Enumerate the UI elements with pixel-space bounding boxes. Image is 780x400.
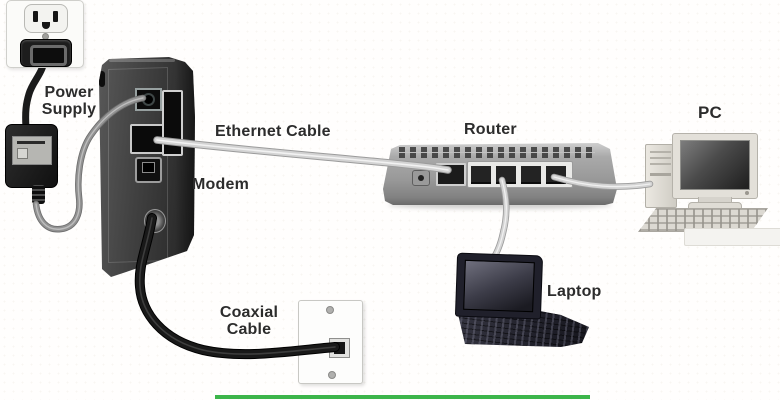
pc-monitor: [672, 133, 758, 199]
outlet-slot-left: [33, 11, 38, 22]
modem-power-port: [135, 88, 162, 111]
pc-monitor-button: [745, 191, 749, 195]
ethernet-cable-label: Ethernet Cable: [215, 123, 331, 140]
router-power-pin: [418, 175, 424, 181]
power-supply-label-line1: Power: [44, 84, 94, 101]
coax-connector-inner: [334, 342, 345, 354]
power-supply-label-line2: Supply: [41, 101, 97, 118]
laptop-label: Laptop: [547, 283, 602, 300]
router-power-jack: [412, 170, 430, 186]
modem-label: Modem: [192, 176, 249, 193]
wall-power-outlet: [6, 0, 84, 68]
router-lan-port-group: [467, 161, 573, 188]
router-lan-port-3: [521, 166, 541, 184]
modem-top-highlight: [109, 59, 175, 62]
router-wan-port: [436, 163, 466, 186]
router-lan-port-4: [546, 166, 566, 184]
router-label: Router: [464, 121, 517, 138]
coaxial-cable-label-line2: Cable: [226, 321, 272, 338]
plate-screw-bottom: [328, 371, 336, 379]
modem-label-slot: [162, 90, 183, 156]
outlet-ground-hole: [42, 22, 50, 29]
router-lan-port-1: [471, 166, 491, 184]
pc-monitor-screen: [680, 140, 750, 190]
outlet-top-socket: [24, 4, 68, 33]
router: [383, 143, 617, 205]
pc-tower-drive-slot: [650, 173, 671, 176]
cable-modem: [99, 57, 195, 277]
outlet-slot-right: [53, 11, 58, 22]
sticker-text-line: [17, 141, 45, 144]
laptop-screen: [463, 259, 535, 313]
plate-screw-top: [326, 306, 334, 314]
coaxial-cable-label: Coaxial Cable: [205, 304, 293, 338]
power-supply-sticker: [12, 136, 52, 165]
laptop: [448, 248, 598, 352]
modem-ethernet-port: [130, 124, 164, 154]
pc-label: PC: [698, 103, 723, 122]
power-plug: [20, 39, 72, 67]
desktop-pc: [620, 100, 780, 250]
plate-coax-connector: [329, 338, 350, 358]
desk-sheet: [684, 228, 780, 246]
modem-usb-port: [135, 157, 162, 183]
coaxial-wall-plate: [298, 300, 363, 384]
usb-port-inner: [142, 162, 155, 173]
router-lan-port-2: [496, 166, 516, 184]
pc-tower-vents: [650, 151, 671, 165]
power-plug-ring: [30, 45, 67, 66]
power-supply-label: Power Supply: [28, 84, 110, 118]
modem-coax-port: [144, 209, 166, 233]
sticker-box: [17, 148, 28, 159]
bottom-green-line: [215, 395, 590, 399]
modem-side-button: [99, 71, 105, 87]
power-supply-adapter: [5, 124, 58, 204]
router-vents: [399, 147, 595, 158]
cable-strain-relief: [32, 185, 45, 204]
laptop-lid: [454, 252, 544, 320]
power-port-pin: [142, 93, 155, 106]
pc-monitor-neck: [698, 197, 732, 203]
coaxial-cable-label-line1: Coaxial: [219, 304, 279, 321]
